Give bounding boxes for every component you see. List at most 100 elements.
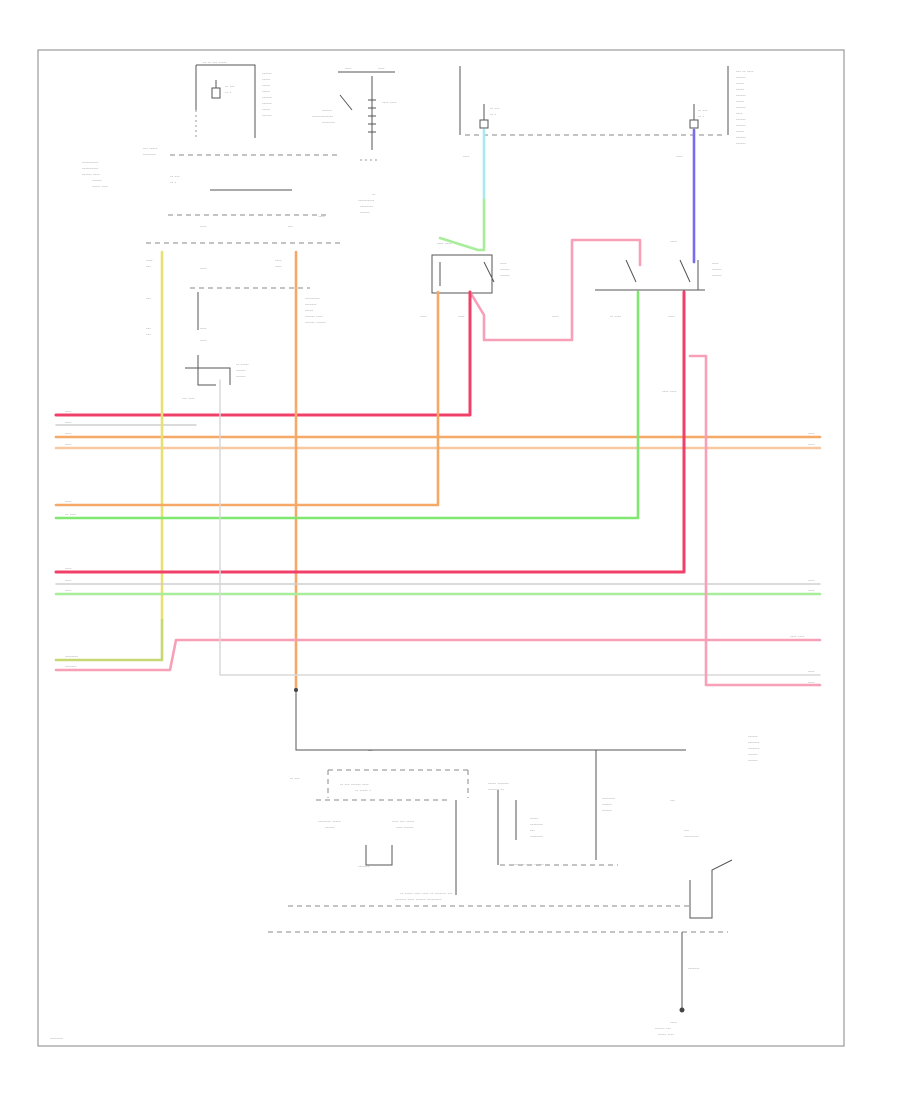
svg-text:------: ------ — [748, 753, 758, 758]
svg-text:--------: -------- — [50, 1037, 63, 1042]
svg-text:--------: -------- — [602, 797, 615, 802]
svg-text:---: --- — [146, 265, 151, 270]
svg-text:------- ---- ------ ---------: ------- ---- ------ --------- — [395, 898, 442, 903]
svg-text:-----: ----- — [262, 84, 270, 89]
svg-text:-------: ------- — [305, 303, 317, 308]
relay-right: ---- ------ ------ ---- -- ---- ---- ---… — [552, 240, 722, 395]
svg-text:------: ------ — [748, 735, 758, 740]
svg-text:----: ---- — [808, 443, 815, 448]
svg-text:--------: -------- — [530, 835, 543, 840]
svg-text:---: --- — [146, 327, 151, 332]
svg-text:---- ----: ---- ---- — [382, 101, 397, 106]
svg-text:------: ------ — [360, 211, 370, 216]
svg-text:------: ------ — [736, 76, 746, 81]
svg-text:-----: ----- — [736, 88, 744, 93]
svg-text:-- ----: -- ---- — [65, 513, 77, 518]
svg-text:-------: ------- — [358, 865, 370, 870]
svg-text:----: ---- — [146, 259, 153, 264]
svg-text:--------: -------- — [143, 153, 156, 158]
svg-text:-- ---: -- --- — [290, 777, 300, 782]
svg-text:--- -- ----: --- -- ---- — [736, 70, 754, 75]
svg-text:-- ---: -- --- — [170, 175, 180, 180]
svg-text:-----: ----- — [262, 78, 270, 83]
svg-text:------: ------ — [236, 375, 246, 380]
svg-text:----- ----: ----- ---- — [92, 185, 108, 190]
svg-text:------: ------ — [602, 809, 612, 814]
svg-text:------: ------ — [712, 274, 722, 279]
svg-text:----: ---- — [808, 670, 815, 675]
svg-text:----: ---- — [200, 327, 207, 332]
svg-text:----: ---- — [458, 315, 465, 320]
svg-text:----: ---- — [200, 225, 207, 230]
svg-text:----: ---- — [552, 315, 559, 320]
svg-text:----: ---- — [345, 67, 352, 72]
svg-text:-------: ------- — [748, 741, 760, 746]
svg-text:-------------: ------------- — [312, 115, 333, 120]
svg-text:----: ---- — [275, 259, 282, 264]
svg-text:------: ------ — [262, 114, 272, 119]
svg-text:------: ------ — [262, 102, 272, 107]
svg-text:-----: ----- — [736, 100, 744, 105]
svg-text:-- ---: -- --- — [225, 85, 235, 90]
svg-text:----: ---- — [808, 579, 815, 584]
svg-text:---------: --------- — [305, 297, 320, 302]
diagram-frame — [37, 49, 845, 1047]
svg-text:------: ------ — [736, 124, 746, 129]
svg-text:----: ---- — [65, 589, 72, 594]
svg-text:-- ---: -- --- — [698, 109, 708, 114]
svg-text:---- ----: ---- ---- — [662, 390, 677, 395]
svg-text:----: ---- — [200, 267, 207, 272]
svg-text:-- --- ------ ----: -- --- ------ ---- — [340, 783, 369, 788]
svg-text:----: ---- — [808, 681, 815, 686]
svg-text:------ ---: ------ --- — [655, 1027, 671, 1032]
svg-text:----------: ---------- — [358, 199, 375, 204]
svg-text:---: --- — [530, 829, 535, 834]
svg-text:-----: ----- — [262, 108, 270, 113]
control-module: --- -- --- -- --- ------ ---- -- ----- -… — [50, 688, 760, 1042]
svg-text:-------: ------- — [688, 967, 700, 972]
left-connectors: ---- --- --- --- --- ---- ---- ---- ----… — [146, 259, 326, 402]
svg-text:----: ---- — [668, 315, 675, 320]
svg-text:----: ---- — [65, 579, 72, 584]
svg-text:-- -: -- - — [170, 181, 177, 186]
svg-text:--------: -------- — [360, 205, 373, 210]
svg-text:---: --- — [368, 749, 373, 754]
relay-left: ---- ------ ------ ---- ---- ---- ---- — [420, 242, 510, 320]
fuse-box-left: -- -- --- ----- ------ ----- ----- -----… — [82, 61, 340, 244]
svg-text:---: --- — [670, 799, 675, 804]
svg-text:----: ---- — [200, 339, 207, 344]
cruise-control-switch: ---- ---- ------ ------------- -------- … — [312, 67, 397, 216]
svg-text:---- ----: ---- ---- — [790, 635, 805, 640]
svg-text:-----: ----- — [530, 817, 538, 822]
svg-text:----------: ---------- — [82, 167, 99, 172]
svg-text:------: ------ — [712, 268, 722, 273]
svg-text:--------: -------- — [530, 823, 543, 828]
svg-text:--- ----: --- ---- — [182, 397, 195, 402]
svg-text:----: ---- — [420, 315, 427, 320]
svg-text:-- ----- ---- ---- -- -------: -- ----- ---- ---- -- ------- --- — [400, 892, 453, 897]
svg-text:---- --- -----: ---- --- ----- — [392, 820, 415, 825]
svg-text:-------- -----: -------- ----- — [318, 820, 341, 825]
svg-text:-- -: -- - — [225, 91, 232, 96]
svg-text:----------: ---------- — [82, 161, 99, 166]
svg-text:-- -- --- -----: -- -- --- ----- — [203, 61, 227, 66]
svg-text:-----: ----- — [262, 90, 270, 95]
svg-text:------ ----: ------ ---- — [82, 173, 100, 178]
svg-text:----: ---- — [808, 432, 815, 437]
svg-text:----: ---- — [65, 443, 72, 448]
svg-text:------: ------ — [500, 274, 510, 279]
svg-text:-- ----: -- ---- — [610, 315, 622, 320]
svg-text:----: ---- — [65, 410, 72, 415]
svg-text:----: ---- — [500, 262, 507, 267]
svg-text:-- ---: -- --- — [490, 107, 500, 112]
wires — [54, 128, 822, 692]
svg-text:------: ------ — [262, 96, 272, 101]
svg-text:---: --- — [684, 829, 689, 834]
svg-text:----: ---- — [736, 112, 743, 117]
svg-text:-----: ----- — [305, 309, 313, 314]
svg-text:---- ----: ---- ---- — [437, 242, 452, 247]
svg-text:----: ---- — [65, 432, 72, 437]
svg-text:---: --- — [146, 333, 151, 338]
svg-text:------: ------ — [500, 268, 510, 273]
